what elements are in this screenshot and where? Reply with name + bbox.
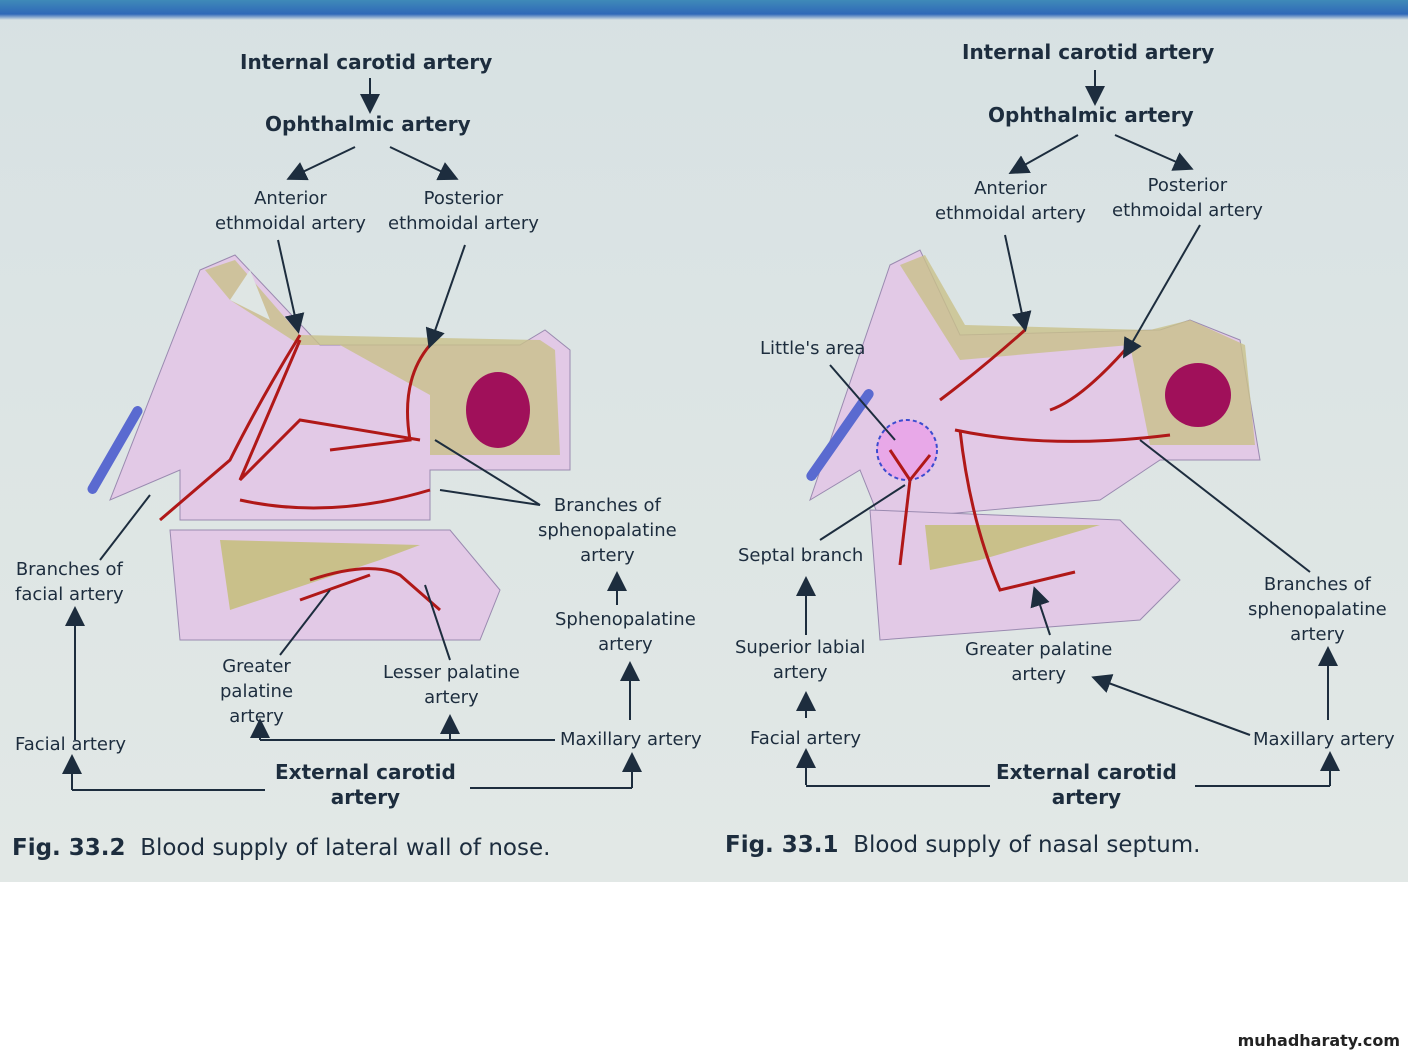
label-line: Posterior <box>1147 175 1228 196</box>
label-line: artery <box>580 545 635 566</box>
label-line: Greater <box>222 656 291 677</box>
label-line: artery <box>229 706 284 727</box>
left-branches-facial-label: Branches of facial artery <box>15 557 124 607</box>
label-line: Lesser palatine <box>383 662 520 683</box>
label-line: artery <box>1290 624 1345 645</box>
right-anterior-ethmoidal-label: Anterior ethmoidal artery <box>935 176 1086 226</box>
left-greater-palatine-label: Greater palatine artery <box>220 654 293 729</box>
label-line: Branches of <box>1263 574 1371 595</box>
left-sphenopalatine-label: Sphenopalatine artery <box>555 607 696 657</box>
label-line: Branches of <box>553 495 661 516</box>
label-line: artery <box>1011 664 1066 685</box>
label-line: artery <box>330 785 401 809</box>
left-branches-spheno-label: Branches of sphenopalatine artery <box>538 493 677 568</box>
figure-number: Fig. 33.2 <box>12 835 126 861</box>
left-anterior-ethmoidal-label: Anterior ethmoidal artery <box>215 186 366 236</box>
lateral-wall-drawing <box>87 254 571 641</box>
left-caption: Fig. 33.2 Blood supply of lateral wall o… <box>12 835 550 861</box>
anatomy-artwork <box>62 70 1340 791</box>
label-line: ethmoidal artery <box>215 213 366 234</box>
right-maxillary-label: Maxillary artery <box>1253 729 1395 750</box>
label-line: sphenopalatine <box>1248 599 1387 620</box>
right-internal-carotid-label: Internal carotid artery <box>962 40 1215 64</box>
left-ophthalmic-label: Ophthalmic artery <box>265 112 471 136</box>
right-caption: Fig. 33.1 Blood supply of nasal septum. <box>725 832 1200 858</box>
label-line: artery <box>1051 785 1122 809</box>
left-lesser-palatine-label: Lesser palatine artery <box>383 660 520 710</box>
left-maxillary-label: Maxillary artery <box>560 729 702 750</box>
superior-labial-label: Superior labial artery <box>735 635 865 685</box>
nasal-septum-drawing <box>806 249 1261 641</box>
label-line: Sphenopalatine <box>555 609 696 630</box>
label-line: External carotid <box>275 760 456 784</box>
label-line: sphenopalatine <box>538 520 677 541</box>
label-line: Posterior <box>423 188 504 209</box>
right-facial-label: Facial artery <box>750 728 861 749</box>
label-line: ethmoidal artery <box>1112 200 1263 221</box>
littles-area-label: Little's area <box>760 338 866 359</box>
label-line: Branches of <box>15 559 123 580</box>
watermark: muhadharaty.com <box>1237 1031 1400 1050</box>
label-line: External carotid <box>996 760 1177 784</box>
screen-top-band <box>0 0 1408 20</box>
right-ophthalmic-label: Ophthalmic artery <box>988 103 1194 127</box>
label-line: Anterior <box>974 178 1047 199</box>
label-line: ethmoidal artery <box>935 203 1086 224</box>
label-line: Anterior <box>254 188 327 209</box>
right-branches-spheno-label: Branches of sphenopalatine artery <box>1248 572 1387 647</box>
label-line: artery <box>424 687 479 708</box>
label-line: ethmoidal artery <box>388 213 539 234</box>
label-line: palatine <box>220 681 294 702</box>
left-posterior-ethmoidal-label: Posterior ethmoidal artery <box>388 186 539 236</box>
caption-text: Blood supply of nasal septum. <box>853 832 1201 858</box>
label-line: Superior labial <box>735 637 866 658</box>
left-internal-carotid-label: Internal carotid artery <box>240 50 493 74</box>
label-line: Greater palatine <box>965 639 1113 660</box>
caption-text: Blood supply of lateral wall of nose. <box>140 835 551 861</box>
right-greater-palatine-label: Greater palatine artery <box>965 637 1112 687</box>
left-facial-label: Facial artery <box>15 734 126 755</box>
right-posterior-ethmoidal-label: Posterior ethmoidal artery <box>1112 173 1263 223</box>
figure-number: Fig. 33.1 <box>725 832 839 858</box>
label-line: artery <box>598 634 653 655</box>
septal-branch-label: Septal branch <box>738 545 864 566</box>
label-line: artery <box>772 662 828 683</box>
label-line: facial artery <box>15 584 124 605</box>
